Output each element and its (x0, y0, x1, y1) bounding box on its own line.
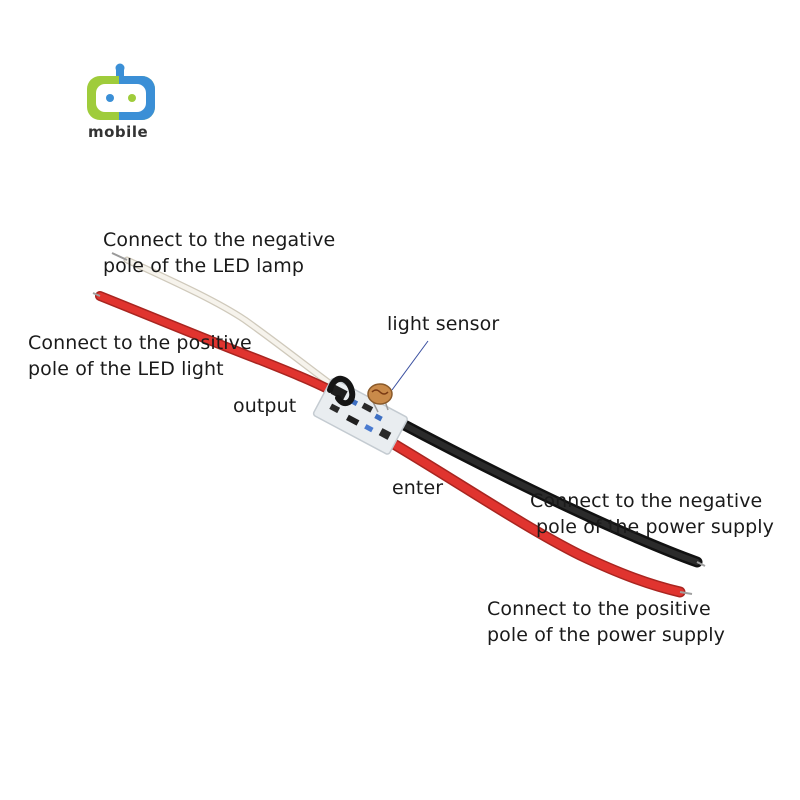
pcb-component (364, 424, 374, 433)
red-wire-led (92, 291, 335, 395)
brand-logo (87, 63, 155, 120)
logo-face (96, 84, 146, 112)
logo-eye-left (106, 94, 114, 102)
black-lead-loop (327, 376, 356, 407)
light-sensor-component (367, 383, 393, 413)
logo-antenna-stem (116, 68, 124, 76)
photoresistor (367, 383, 393, 405)
label-negative-led: Connect to the negative pole of the LED … (103, 229, 336, 277)
label-negative-supply: Connect to the negative pole of the powe… (530, 490, 775, 538)
red-wire-supply-tip (679, 591, 693, 595)
pcb-component (374, 413, 383, 422)
pcb-component (346, 414, 360, 426)
label-light-sensor: light sensor (387, 313, 500, 335)
pcb-component (329, 403, 341, 414)
pcb-chip (330, 384, 348, 401)
white-wire (111, 252, 336, 389)
circuit-board (312, 377, 408, 455)
pcb-component (361, 402, 374, 413)
pcb (312, 377, 408, 455)
white-wire-tip (111, 252, 128, 261)
logo-eye-right (128, 94, 136, 102)
label-output: output (233, 395, 297, 417)
pcb-component (378, 428, 392, 440)
label-enter: enter (392, 477, 444, 499)
red-wire-supply (364, 424, 693, 598)
black-wire (389, 414, 706, 568)
light-sensor-pointer (391, 340, 429, 391)
black-wire-tip (696, 561, 706, 567)
label-positive-led: Connect to the positive pole of the LED … (28, 332, 252, 380)
brand-name: mobile (88, 123, 149, 141)
label-positive-supply: Connect to the positive pole of the powe… (487, 598, 726, 646)
red-wire-led-tip (92, 292, 101, 297)
